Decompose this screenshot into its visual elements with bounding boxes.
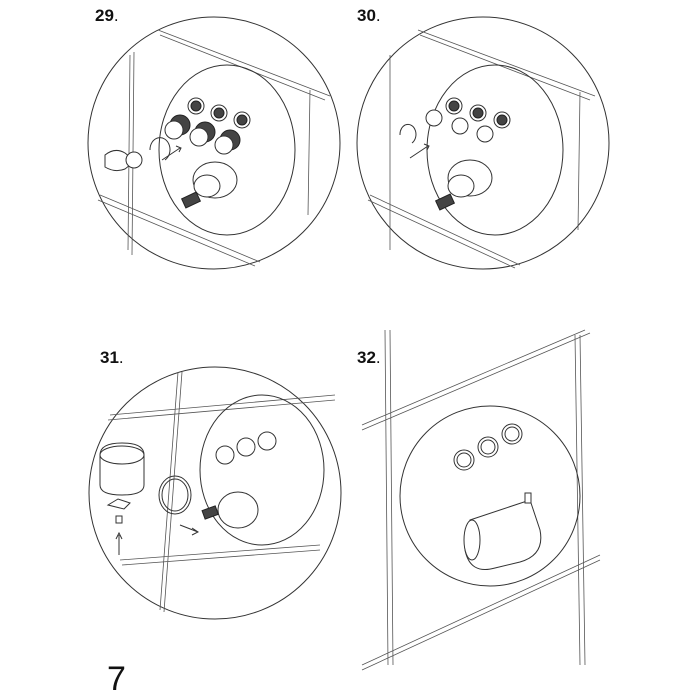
- insert-arrow-icon: [179, 524, 199, 536]
- handle-knob: [99, 442, 145, 496]
- figure-32: [361, 329, 601, 671]
- valve-ports: [164, 97, 251, 155]
- step-number: 29: [95, 6, 114, 25]
- figure-30: [356, 16, 610, 270]
- rotate-arrow-icon: [399, 123, 417, 144]
- cartridge: [180, 161, 238, 209]
- step-suffix: .: [118, 348, 124, 367]
- cartridge: [201, 491, 259, 529]
- o-ring: [158, 475, 192, 515]
- step-label-32: 32.: [357, 348, 381, 368]
- thermostatic-handle: [463, 492, 542, 570]
- page-number: 7: [107, 660, 126, 698]
- step-suffix: .: [375, 6, 381, 25]
- key-tool-icon: [104, 149, 143, 172]
- step-number: 31: [100, 348, 119, 367]
- figure-29: [87, 16, 341, 270]
- figure-31: [88, 366, 342, 620]
- step-suffix: .: [375, 348, 381, 367]
- up-arrow-icon: [115, 531, 123, 555]
- cartridge: [434, 159, 493, 211]
- diverter-buttons: [215, 431, 277, 465]
- step-label-30: 30.: [357, 6, 381, 26]
- valve-ports: [425, 97, 511, 143]
- diverter-buttons: [453, 423, 523, 471]
- step-suffix: .: [113, 6, 119, 25]
- step-label-31: 31.: [100, 348, 124, 368]
- clip-icon: [106, 498, 131, 510]
- insert-arrow-icon: [409, 143, 430, 159]
- step-number: 30: [357, 6, 376, 25]
- step-label-29: 29.: [95, 6, 119, 26]
- insert-arrow-icon: [161, 145, 182, 161]
- step-number: 32: [357, 348, 376, 367]
